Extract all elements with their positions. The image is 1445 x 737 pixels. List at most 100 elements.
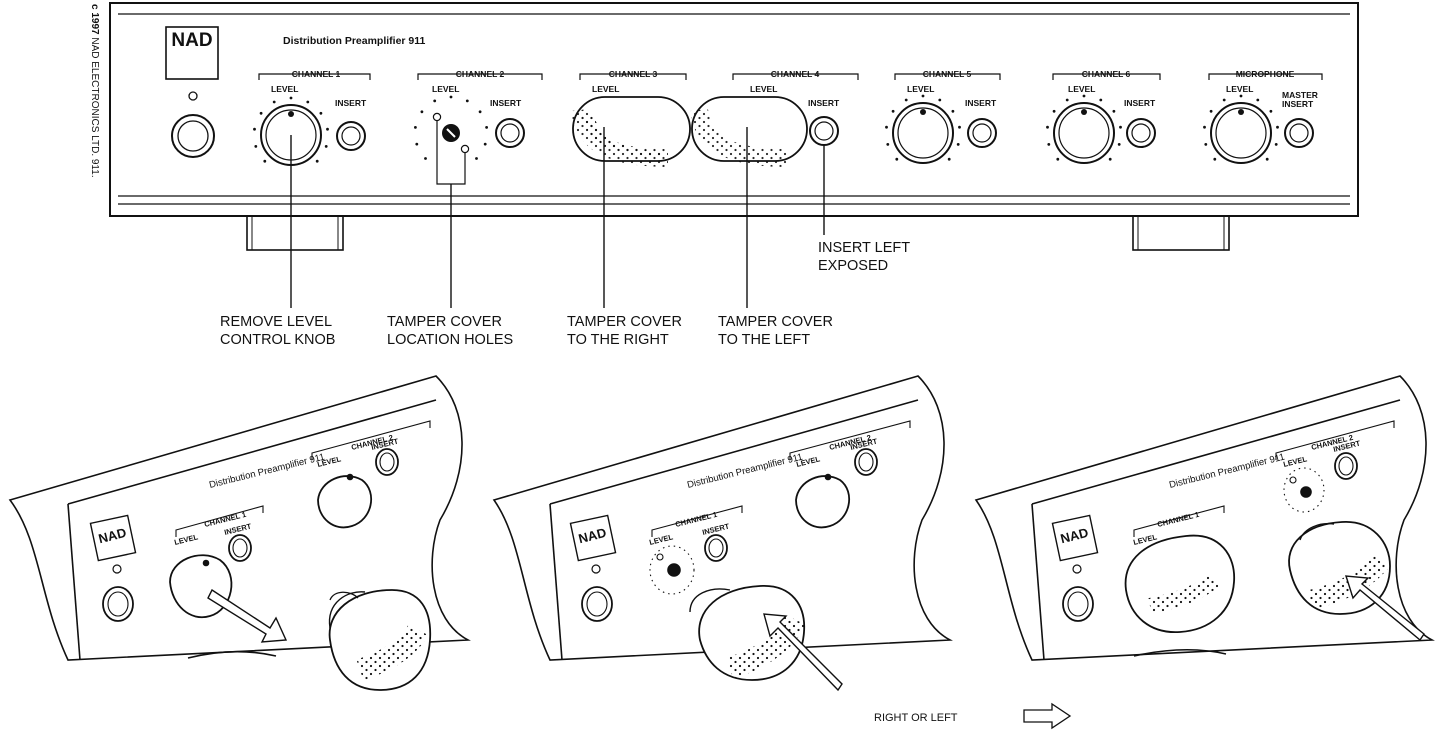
dial-tick [319,111,323,115]
power-button[interactable] [171,114,215,158]
dial-tick [420,110,424,114]
channel-2-level-label: LEVEL [432,84,459,94]
dial-tick [326,127,329,131]
nad-logo-box [165,26,219,80]
detail-1-tamper-cover [328,589,432,691]
callout-cover-right-line2: TO THE RIGHT [567,332,669,348]
dial-tick [1256,98,1260,102]
dial-tick [1222,98,1226,102]
dial-tick [1099,98,1103,102]
channel-5-level-knob[interactable] [892,102,954,164]
channel-5-level-label: LEVEL [907,84,934,94]
dial-tick [1276,125,1279,129]
detail-3-brand: NAD [1059,525,1090,546]
channel-5-section: CHANNEL 5 LEVEL INSERT [885,69,1001,164]
callout-leaders [290,127,825,308]
channel-1-level-label: LEVEL [271,84,298,94]
channel-6-level-knob[interactable] [1053,102,1115,164]
left-foot [246,215,344,251]
dial-tick [956,143,960,146]
detail-view-cover-left [974,375,1435,661]
callout-cover-right-line1: TAMPER COVER [567,314,682,330]
power-led [188,91,198,101]
callout-cover-left-line2: TO THE LEFT [718,332,810,348]
channel-4-insert-button[interactable] [809,116,839,146]
dial-tick [958,125,961,129]
dial-tick [414,126,417,129]
dial-tick [1082,94,1086,98]
dial-tick [891,109,895,113]
microphone-level-label: LEVEL [1226,84,1253,94]
dial-tick [1203,125,1206,129]
dial-tick [1269,109,1273,113]
dial-tick [315,159,319,163]
right-foot [1132,215,1230,251]
dial-tick [1047,143,1051,146]
dial-tick [1209,109,1213,113]
dial-tick [921,94,925,98]
channel-5-label: CHANNEL 5 [923,69,972,79]
microphone-level-knob[interactable] [1210,102,1272,164]
dial-tick [259,111,263,115]
detail-2-brand: NAD [577,525,608,546]
dial-tick [465,99,469,103]
dial-tick [1117,143,1121,146]
dial-tick [306,100,310,104]
channel-6-insert-label: INSERT [1124,98,1156,108]
location-hole-2 [460,144,470,154]
dial-tick [272,100,276,104]
location-hole-1 [432,112,442,122]
dial-tick [324,145,328,148]
channel-5-insert-label: INSERT [965,98,997,108]
callout-location-holes-line1: TAMPER COVER [387,314,502,330]
channel-3-label: CHANNEL 3 [609,69,658,79]
dial-tick [951,109,955,113]
dial-tick [895,157,899,161]
callout-insert-exposed-line2: EXPOSED [818,258,888,274]
dial-tick [1239,94,1243,98]
dial-tick [289,96,293,100]
channel-6-label: CHANNEL 6 [1082,69,1131,79]
detail-view-cover-right [492,375,953,692]
dial-tick [947,157,951,161]
panel-outline [109,2,1359,217]
dial-tick [475,157,478,160]
dial-tick [424,157,427,160]
dial-tick [1052,109,1056,113]
channel-2-insert-label: INSERT [490,98,522,108]
detail-1-ch1-knob [169,554,233,619]
dial-tick [449,95,453,99]
dial-tick [886,143,890,146]
callout-remove-knob-line1: REMOVE LEVEL [220,314,332,330]
dial-tick [1065,98,1069,102]
callout-cover-left-line1: TAMPER COVER [718,314,833,330]
dial-tick [415,142,419,146]
channel-5-insert-button[interactable] [967,118,997,148]
channel-6-insert-button[interactable] [1126,118,1156,148]
callout-remove-knob-line2: CONTROL KNOB [220,332,335,348]
dial-tick [1274,143,1278,146]
dial-tick [1265,157,1269,161]
dial-tick [1213,157,1217,161]
channel-6-section: CHANNEL 6 LEVEL INSERT [1046,69,1161,164]
channel-4-section: CHANNEL 4 LEVEL INSERT [690,69,859,167]
dial-tick [1046,125,1049,129]
channel-1-section: CHANNEL 1 LEVEL INSERT [253,69,371,166]
microphone-label: MICROPHONE [1236,69,1295,79]
channel-1-insert-button[interactable] [336,121,366,151]
dial-tick [1119,125,1122,129]
model-name: Distribution Preamplifier 911 [283,35,426,47]
channel-4-level-label: LEVEL [750,84,777,94]
channel-3-level-label: LEVEL [592,84,619,94]
dial-tick [938,98,942,102]
dial-tick [1112,109,1116,113]
channel-4-label: CHANNEL 4 [771,69,820,79]
master-insert-button[interactable] [1284,118,1314,148]
callout-location-holes-line2: LOCATION HOLES [387,332,513,348]
channel-2-insert-button[interactable] [495,118,525,148]
dial-tick [478,110,482,114]
